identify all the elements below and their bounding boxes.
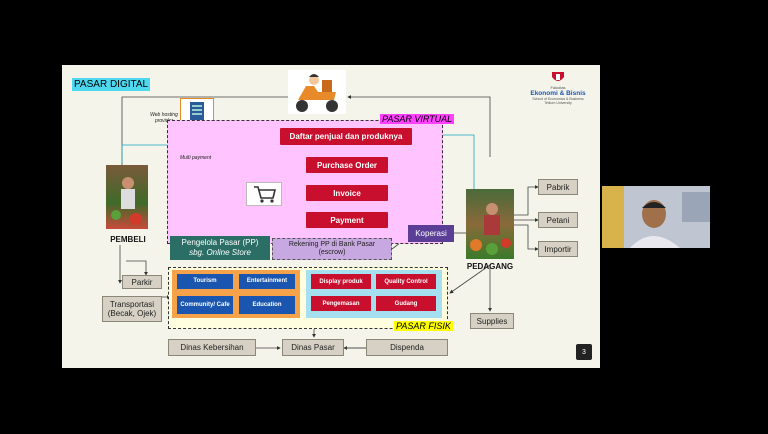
daftar-penjual-box: Daftar penjual dan produknya	[280, 128, 412, 145]
pengelola-line1: Pengelola Pasar (PP)	[181, 238, 259, 247]
rekening-escrow-box: Rekening PP di Bank Pasar (escrow)	[272, 238, 392, 260]
logo-line1: Fakultas	[550, 85, 566, 90]
pasar-digital-label: PASAR DIGITAL	[72, 78, 151, 91]
feb-telkom-logo: Fakultas Ekonomi & Bisnis School of Econ…	[522, 71, 594, 115]
invoice-box: Invoice	[306, 185, 388, 201]
fisik-gudang: Gudang	[376, 296, 436, 311]
shopping-cart-icon	[246, 182, 282, 206]
pengelola-pasar-box: Pengelola Pasar (PP) sbg. Online Store	[170, 236, 270, 260]
fisik-education: Education	[239, 296, 295, 314]
supplier-petani: Petani	[538, 212, 578, 228]
fisik-quality-control: Quality Control	[376, 274, 436, 289]
pembeli-photo	[106, 165, 148, 229]
web-hosting-label: Web hosting provider	[150, 112, 178, 124]
presentation-slide: PASAR DIGITAL Fakultas Ekonomi & Bisnis …	[62, 65, 600, 368]
supplies-box: Supplies	[470, 313, 514, 329]
fisik-display-produk: Display produk	[311, 274, 371, 289]
dispenda-box: Dispenda	[366, 339, 448, 356]
fisik-community-cafe: Community/ Cafe	[177, 296, 233, 314]
koperasi-box: Koperasi	[408, 225, 454, 242]
university-emblem-icon	[552, 72, 564, 81]
logo-line2: Ekonomi & Bisnis	[530, 90, 586, 97]
pedagang-photo	[466, 189, 514, 259]
parkir-box: Parkir	[122, 275, 162, 289]
presenter-webcam	[602, 186, 710, 248]
payment-box: Payment	[306, 212, 388, 228]
presenter-video-icon	[602, 186, 710, 248]
pedagang-label: PEDAGANG	[466, 262, 514, 271]
dinas-kebersihan-box: Dinas Kebersihan	[168, 339, 256, 356]
dinas-pasar-box: Dinas Pasar	[282, 339, 344, 356]
courier-scooter-icon	[288, 70, 346, 114]
pembeli-label: PEMBELI	[110, 235, 146, 244]
logo-line4: Telkom University	[544, 101, 572, 105]
fisik-tourism: Tourism	[177, 274, 233, 289]
pengelola-line2: sbg. Online Store	[189, 247, 251, 257]
slide-page-number: 3	[576, 344, 592, 360]
pasar-fisik-label: PASAR FISIK	[394, 321, 453, 331]
purchase-order-box: Purchase Order	[306, 157, 388, 173]
supplier-pabrik: Pabrik	[538, 179, 578, 195]
supplier-importir: Importir	[538, 241, 578, 257]
fisik-entertainment: Entertainment	[239, 274, 295, 289]
multi-payment-label: Multi payment	[180, 155, 212, 161]
pasar-virtual-label: PASAR VIRTUAL	[380, 114, 455, 124]
transportasi-box: Transportasi (Becak, Ojek)	[102, 296, 162, 322]
logo-line3: School of Economics & Business	[532, 97, 584, 101]
fisik-pengemasan: Pengemasan	[311, 296, 371, 311]
